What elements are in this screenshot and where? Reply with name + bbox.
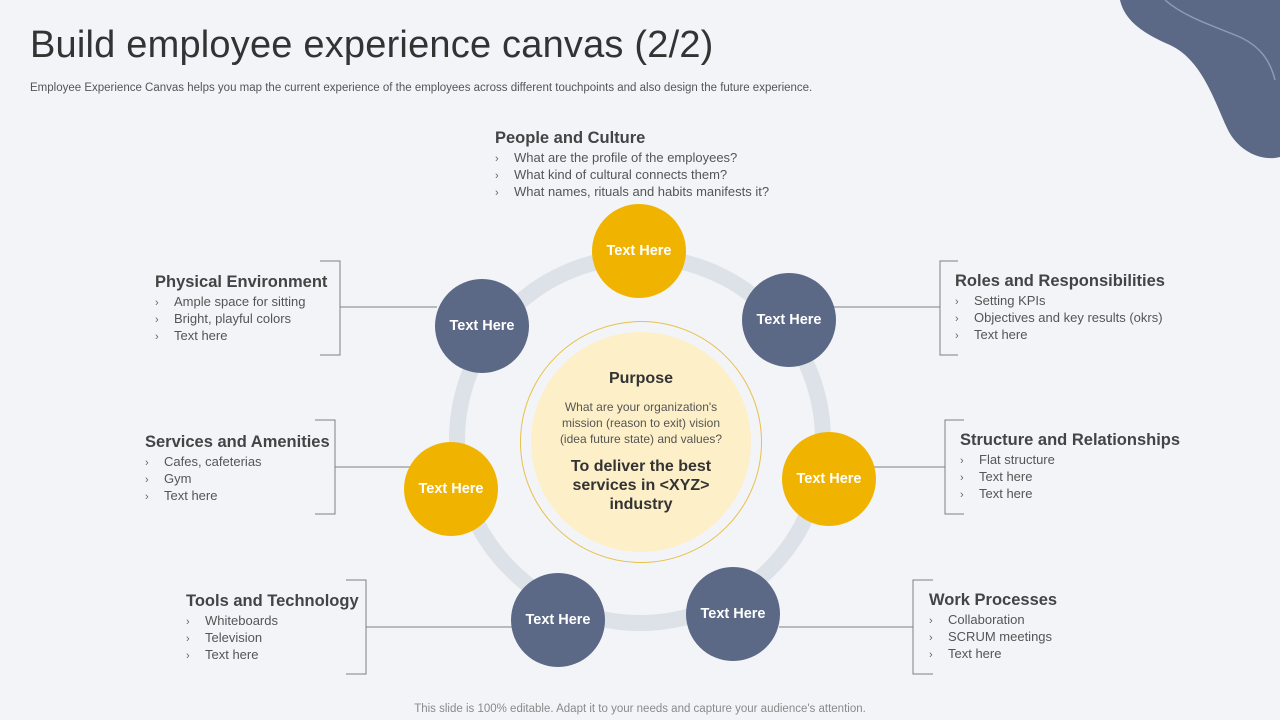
list-item: ›Gym [145,471,192,486]
chevron-right-icon: › [145,457,149,469]
node-roles-responsibilities: Text Here [742,273,836,367]
chevron-right-icon: › [955,313,959,325]
page-title: Build employee experience canvas (2/2) [30,24,714,66]
block-roles-responsibilities: Roles and Responsibilities ›Setting KPIs… [955,272,1165,344]
block-heading: Structure and Relationships [960,431,1181,449]
chevron-right-icon: › [960,472,964,484]
chevron-right-icon: › [495,153,499,165]
purpose-description: What are your organization's mission (re… [559,400,723,446]
chevron-right-icon: › [186,616,190,628]
list-item: ›Collaboration [929,612,1025,627]
block-heading: Roles and Responsibilities [955,272,1165,290]
list-item: ›Text here [955,327,1028,342]
chevron-right-icon: › [155,297,159,309]
block-heading: Tools and Technology [186,592,359,610]
list-item: ›Bright, playful colors [155,311,292,326]
block-heading: People and Culture [495,129,646,147]
chevron-right-icon: › [155,331,159,343]
list-item: ›Text here [960,469,1033,484]
list-item: ›Text here [186,647,259,662]
list-item: ›Ample space for sitting [155,294,306,309]
chevron-right-icon: › [955,296,959,308]
list-item: ›What are the profile of the employees? [495,150,738,165]
block-tools-technology: Tools and Technology ›Whiteboards ›Telev… [186,592,359,664]
footer-note: This slide is 100% editable. Adapt it to… [414,703,866,715]
chevron-right-icon: › [960,455,964,467]
chevron-right-icon: › [955,330,959,342]
node-structure-relationships: Text Here [782,432,876,526]
list-item: ›Text here [929,646,1002,661]
list-item: ›Text here [145,488,218,503]
list-item: ›What kind of cultural connects them? [495,167,728,182]
chevron-right-icon: › [495,187,499,199]
purpose-statement: To deliver the best services in <XYZ> in… [570,458,712,513]
chevron-right-icon: › [186,633,190,645]
chevron-right-icon: › [155,314,159,326]
purpose-title: Purpose [608,370,673,387]
chevron-right-icon: › [929,632,933,644]
chevron-right-icon: › [929,649,933,661]
node-tools-technology: Text Here [511,573,605,667]
decorative-wave-shape [1120,0,1280,159]
list-item: ›Whiteboards [186,613,278,628]
purpose-outer-ring [520,321,762,563]
chevron-right-icon: › [929,615,933,627]
list-item: ›Text here [155,328,228,343]
block-work-processes: Work Processes ›Collaboration ›SCRUM mee… [929,591,1057,663]
block-physical-environment: Physical Environment ›Ample space for si… [155,273,327,345]
chevron-right-icon: › [960,489,964,501]
block-heading: Work Processes [929,591,1058,609]
page-subtitle: Employee Experience Canvas helps you map… [30,82,813,94]
list-item: ›SCRUM meetings [929,629,1053,644]
block-services-amenities: Services and Amenities ›Cafes, cafeteria… [145,433,330,505]
list-item: ›What names, rituals and habits manifest… [495,184,770,199]
block-people-culture: People and Culture ›What are the profile… [495,129,769,201]
chevron-right-icon: › [495,170,499,182]
chevron-right-icon: › [186,650,190,662]
list-item: ›Cafes, cafeterias [145,454,262,469]
list-item: ›Flat structure [960,452,1055,467]
list-item: ›Objectives and key results (okrs) [955,310,1163,325]
node-people-culture: Text Here [592,204,686,298]
chevron-right-icon: › [145,491,149,503]
list-item: ›Television [186,630,263,645]
block-heading: Services and Amenities [145,433,330,451]
purpose-circle [531,332,751,552]
block-heading: Physical Environment [155,273,328,291]
list-item: ›Text here [960,486,1033,501]
chevron-right-icon: › [145,474,149,486]
node-work-processes: Text Here [686,567,780,661]
node-physical-environment: Text Here [435,279,529,373]
block-structure-relationships: Structure and Relationships ›Flat struct… [960,431,1180,503]
list-item: ›Setting KPIs [955,293,1046,308]
node-services-amenities: Text Here [404,442,498,536]
